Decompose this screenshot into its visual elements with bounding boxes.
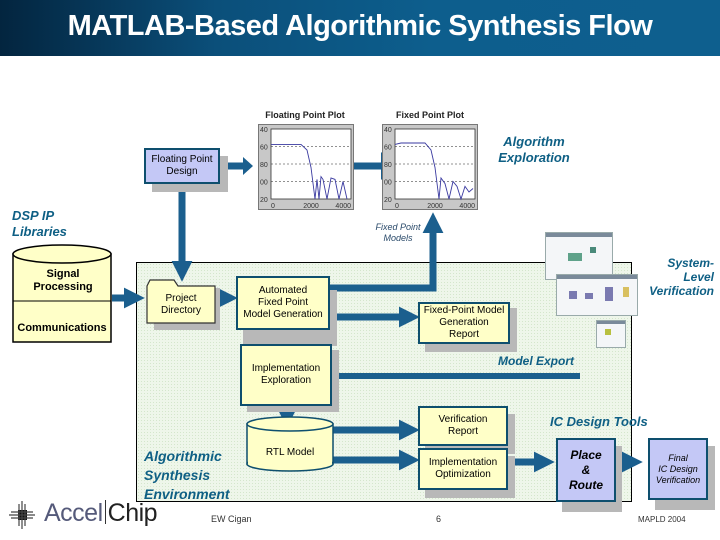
x-tick-label: 0 [271,203,275,210]
signal-processing-label: Signal Processing [14,268,112,294]
y-tick-label: 00 [260,180,268,187]
rtl-model-cylinder[interactable] [246,416,334,472]
floating-plot-title: Floating Point Plot [265,110,345,120]
label-line: Synthesis [144,467,211,483]
y-tick-label: 60 [260,145,268,152]
y-tick-label: 80 [384,162,392,169]
y-tick-label: 20 [384,197,392,204]
box-line: Fixed-Point Model [423,305,505,316]
floating-point-plot: 40 60 80 00 200 2000 4000 [258,124,354,210]
x-tick-label: 2000 [303,203,319,210]
algorithm-exploration-label: Algorithm Exploration [486,134,582,166]
fixed-point-models-label: Fixed Point Models [362,222,434,244]
dsp-library-cylinder[interactable] [12,244,114,344]
box-line: Exploration [260,375,312,386]
label-line: Project [165,293,197,304]
footer-page-number: 6 [436,514,442,524]
box-line: Place [570,447,602,462]
box-line: Floating Point [151,154,213,165]
box-line: Optimization [435,469,491,480]
ic-design-tools-label: IC Design Tools [550,414,648,429]
slide-title: MATLAB-Based Algorithmic Synthesis Flow [67,10,653,42]
response-line [271,143,348,200]
label-line: Signal [46,268,80,280]
box-line: Route [569,477,603,492]
box-line: IC Design [658,463,698,474]
label-line: Level [683,270,714,284]
y-tick-label: 40 [384,127,392,134]
box-line: Automated [258,285,308,296]
x-tick-label: 4000 [335,203,351,210]
system-level-verification-label: System- Level Verification [630,256,714,298]
system-screenshot-3 [596,320,626,348]
box-line: Report [448,329,479,340]
label-line: Processing [33,281,93,293]
model-export-label: Model Export [498,354,575,368]
box-line: & [581,462,591,477]
box-line: Design [166,166,198,177]
label-line: Exploration [498,150,570,165]
fixed-plot-title: Fixed Point Plot [395,110,464,120]
label-line: Fixed Point [375,222,421,232]
response-line [394,142,474,201]
label-line: Algorithmic [144,448,222,464]
label-line: Verification [649,284,714,298]
dsp-ip-libraries-label: DSP IP Libraries [12,208,67,240]
y-tick-label: 00 [384,180,392,187]
box-line: Model Generation [243,309,323,320]
box-line: Implementation [428,457,498,468]
y-tick-label: 40 [260,127,268,134]
label-line: Models [383,233,413,243]
place-route-box[interactable]: Place&Route [556,438,616,502]
x-tick-label: 0 [395,203,399,210]
y-tick-label: 80 [260,162,268,169]
box-line: Report [447,426,478,437]
label-line: Algorithm [503,134,565,149]
x-tick-label: 4000 [459,203,475,210]
y-tick-label: 60 [384,145,392,152]
label-line: Environment [144,486,230,502]
logo-text-left: Accel [44,499,103,527]
project-directory-label: Project Directory [146,293,216,317]
system-screenshot-1 [545,232,613,280]
label-line: DSP IP [12,208,55,223]
label-line: Libraries [12,224,67,239]
rtl-model-label: RTL Model [265,447,315,458]
system-screenshot-2 [556,274,638,316]
title-bar [0,0,720,56]
y-tick-label: 20 [260,197,268,204]
label-line: Directory [160,305,201,316]
synthesis-environment-label: Algorithmic Synthesis Environment [144,447,230,504]
fixed-point-plot: 40 60 80 00 200 2000 4000 [382,124,478,210]
footer-author: EW Cigan [211,514,252,524]
box-line: Implementation [251,363,321,374]
box-line: Verification [655,474,701,485]
label-line: System- [667,256,714,270]
box-line: Generation [439,317,489,328]
project-directory-folder[interactable] [146,276,216,324]
communications-label: Communications [17,322,107,334]
box-line: Fixed Point [257,297,309,308]
x-tick-label: 2000 [427,203,443,210]
accelchip-logo-icon [9,501,35,529]
arrow-fixed-models [330,212,444,292]
logo-text-right: Chip [107,499,158,527]
box-line: Final [668,452,688,463]
box-line: Verification [438,414,488,425]
footer-event: MAPLD 2004 [638,515,686,524]
